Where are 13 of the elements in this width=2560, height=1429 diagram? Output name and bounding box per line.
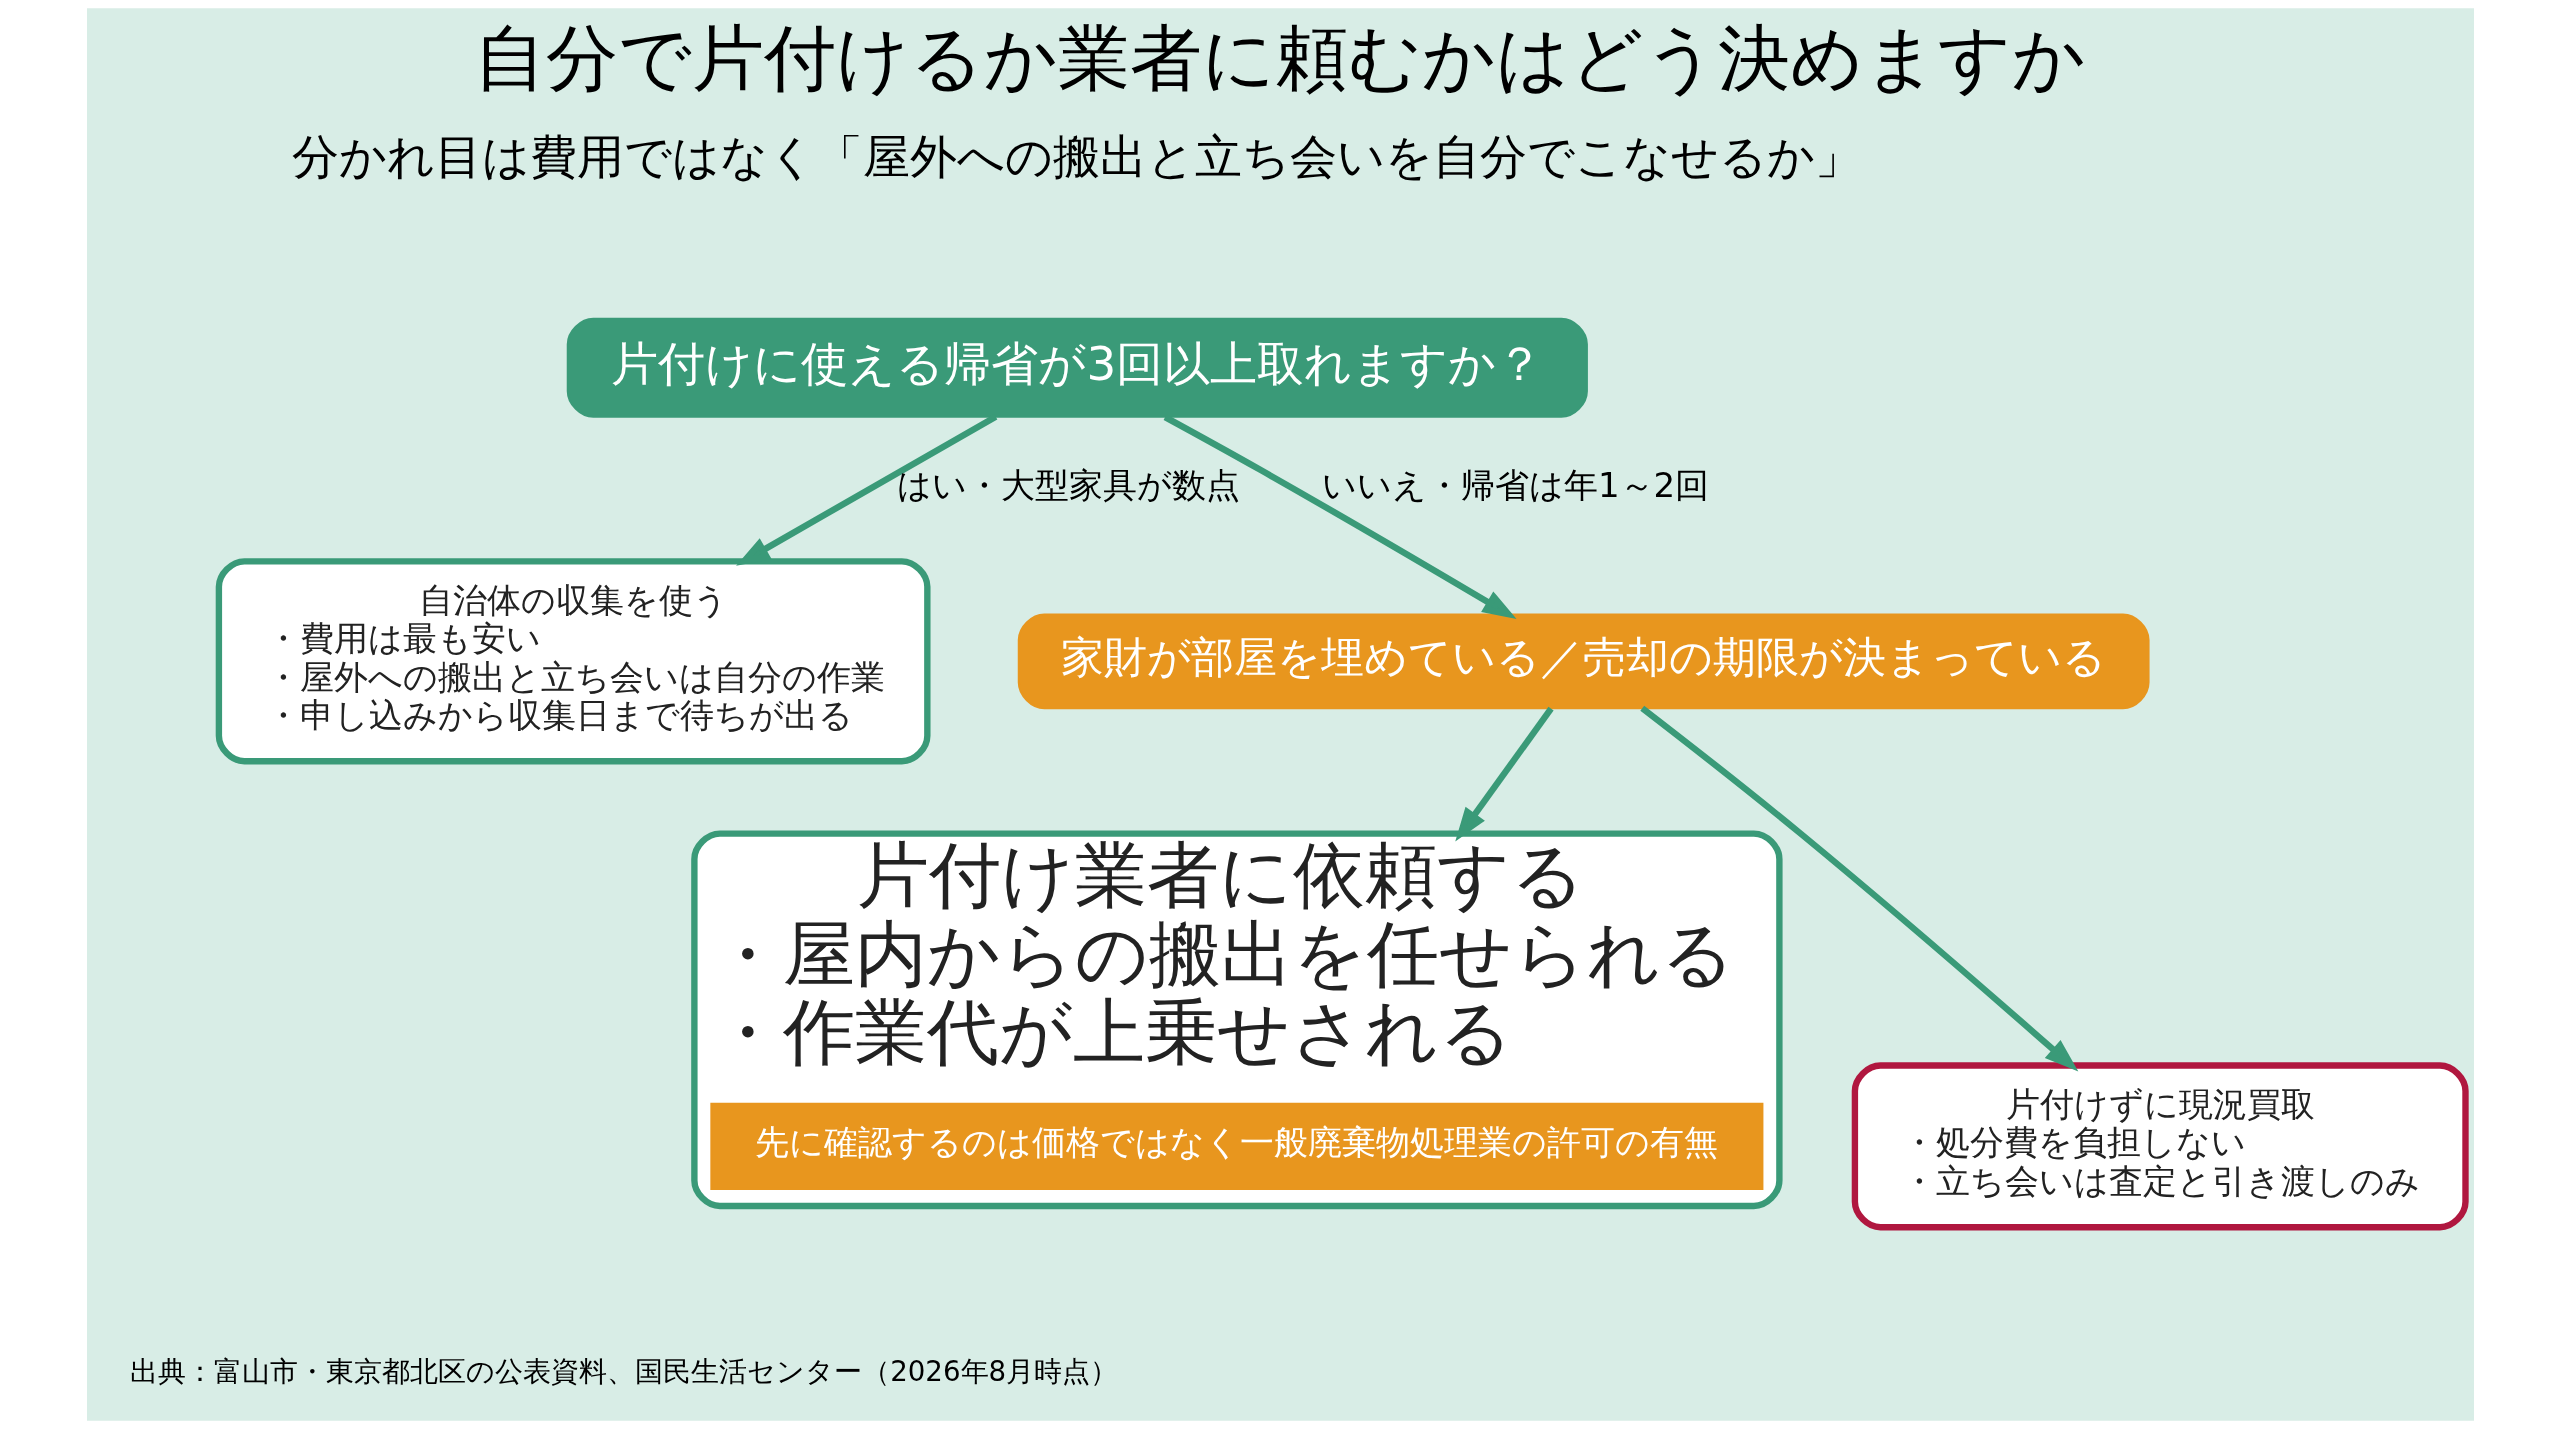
node-box: 片付けに使える帰省が3回以上取れますか？	[566, 317, 1588, 418]
node-box: 片付けずに現況買取 ・処分費を負担しない ・立ち会いは査定と引き渡しのみ	[1851, 1062, 2469, 1231]
arrow	[1639, 705, 2078, 1072]
edge-label: いいえ・帰省は年1～2回	[1321, 465, 1709, 506]
edge-label: はい・大型家具が数点	[896, 465, 1240, 506]
diagram-title: 自分で片付けるか業者に頼むかはどう決めますか	[474, 16, 2086, 101]
arrow	[1163, 414, 1517, 620]
node-box: 家財が部屋を埋めている／売却の期限が決まっている	[1017, 613, 2150, 710]
node-box: 先に確認するのは価格ではなく一般廃棄物処理業の許可の有無	[709, 1102, 1763, 1190]
node-box: 自治体の収集を使う ・費用は最も安い ・屋外への搬出と立ち会いは自分の作業 ・申し込みから収集日まで待ちが出る	[215, 558, 931, 765]
caption: 出典：富山市・東京都北区の公表資料、国民生活センター（2026年8月時点）	[129, 1355, 1118, 1389]
label: 分かれ目は費用ではなく「屋外への搬出と立ち会いを自分でこなせるか」	[291, 130, 1862, 185]
arrow	[1454, 706, 1554, 842]
